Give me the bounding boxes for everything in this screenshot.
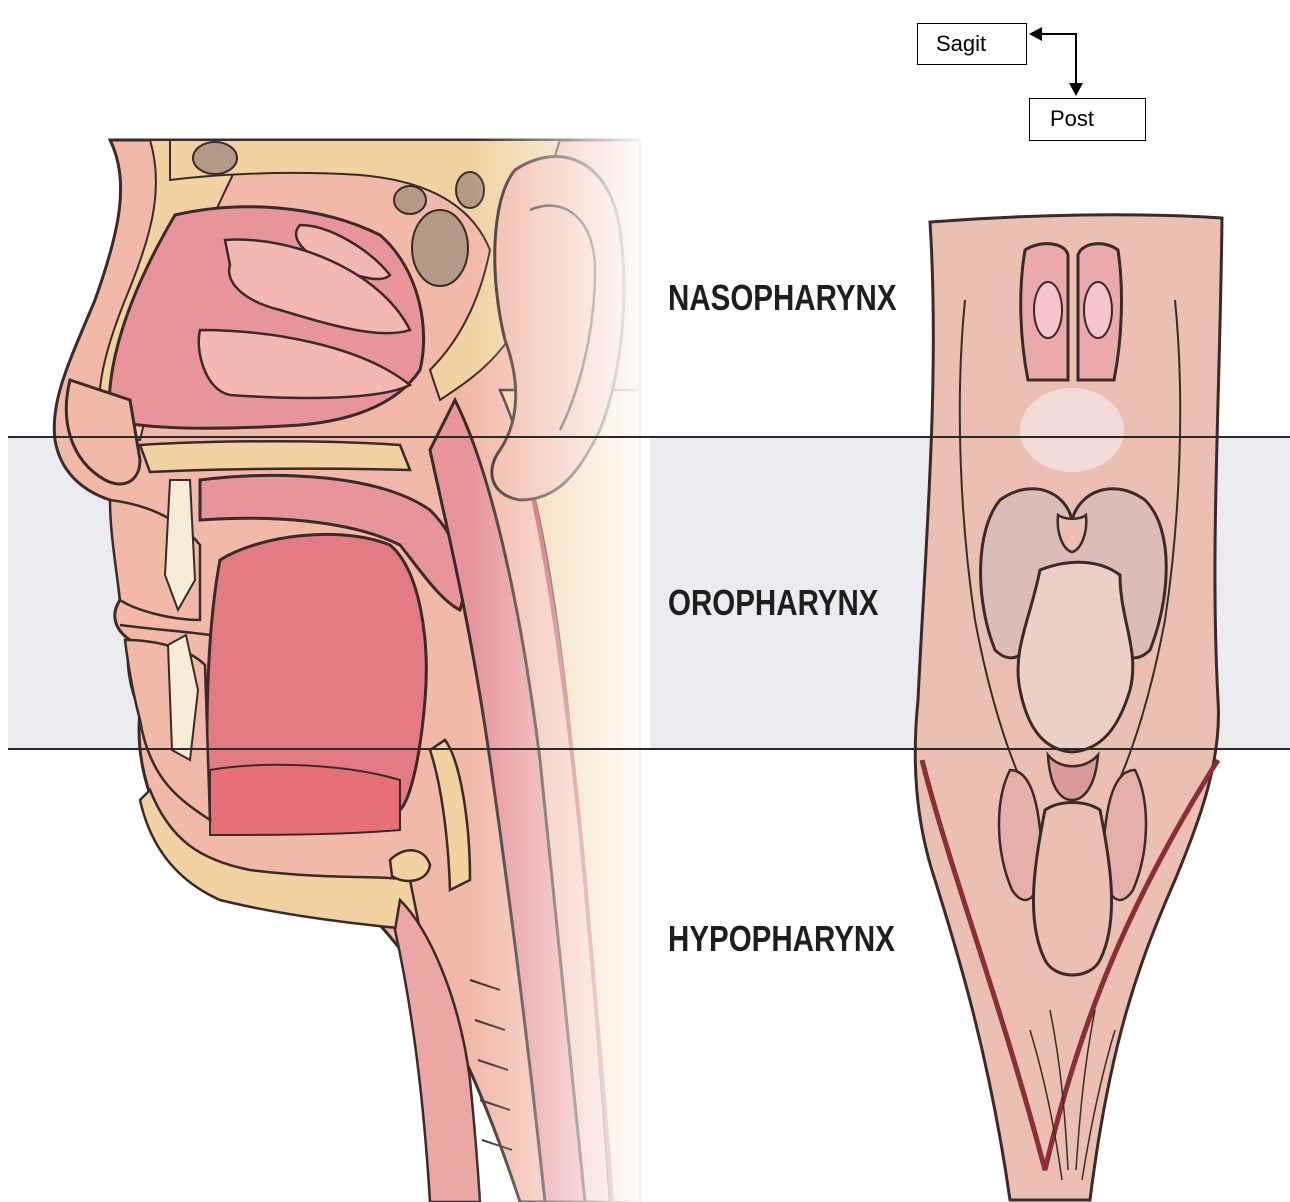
sagittal-head-section (54, 130, 650, 1202)
sagittal-label: Sagit (936, 31, 986, 56)
right-concha (1084, 282, 1112, 338)
sinus (193, 142, 237, 174)
arrow-head-down (1069, 83, 1083, 96)
tongue-base-posterior (1018, 562, 1133, 752)
arrow-head-left (1029, 27, 1042, 41)
posterior-view (915, 215, 1222, 1200)
fade-overlay (470, 130, 650, 1202)
left-concha (1034, 282, 1062, 338)
larynx-posterior (1033, 803, 1111, 976)
nasopharynx-label: NASOPHARYNX (668, 277, 897, 319)
sphenoid-sinus (412, 210, 468, 286)
tongue-base (210, 765, 400, 835)
orientation-arrow (1041, 34, 1076, 83)
hypopharynx-label: HYPOPHARYNX (668, 918, 895, 960)
posterior-label: Post (1050, 106, 1094, 131)
posterior-orientation-box: Post (1029, 98, 1146, 141)
sinus (394, 186, 426, 214)
hard-palate (140, 441, 410, 472)
nasopharyngeal-glow (1020, 388, 1124, 472)
hyoid (390, 850, 430, 881)
sagittal-orientation-box: Sagit (917, 23, 1027, 65)
oropharynx-label: OROPHARYNX (668, 582, 878, 624)
